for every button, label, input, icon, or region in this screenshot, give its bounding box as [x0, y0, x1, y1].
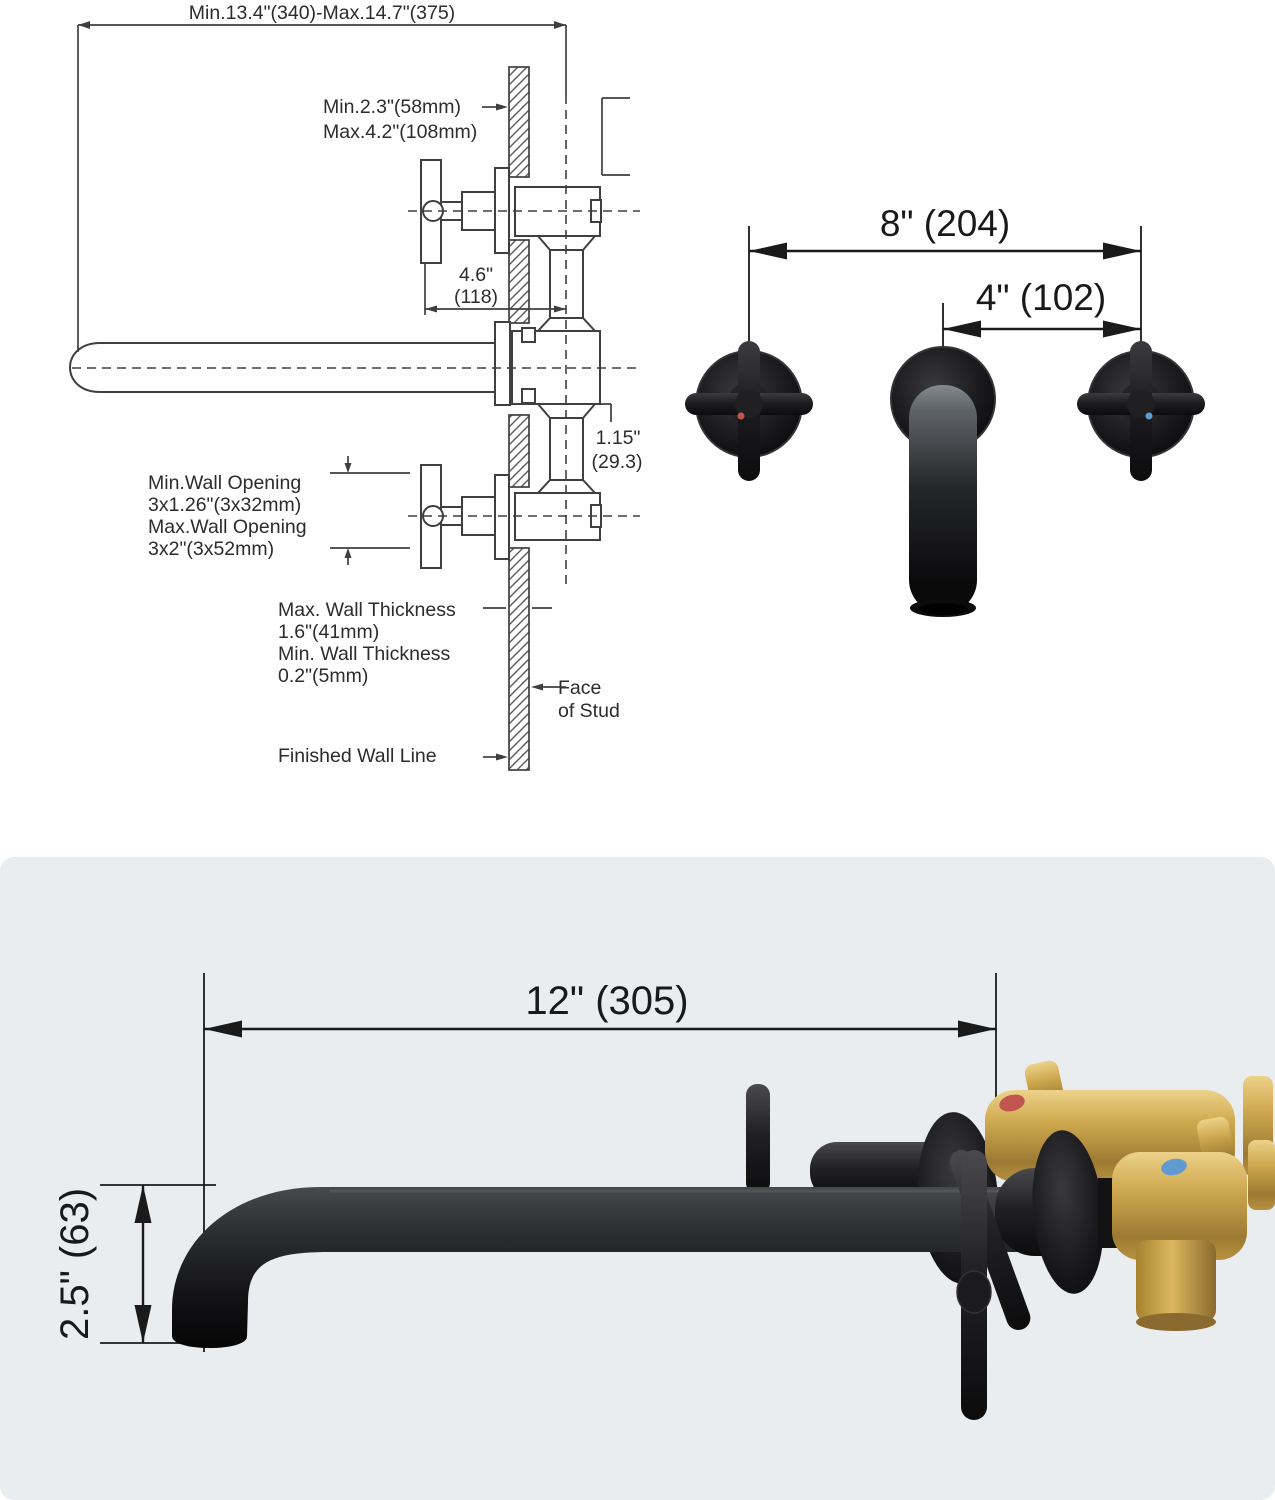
- overall-dim-label: Min.13.4"(340)-Max.14.7"(375): [189, 2, 455, 24]
- handle-offset-mm-label: (118): [454, 286, 498, 308]
- hot-handle-front: [685, 341, 813, 481]
- handle-offset-in-label: 4.6": [459, 264, 493, 286]
- wall-thickness-line2: 1.6"(41mm): [278, 621, 379, 643]
- wall-thickness-line1: Max. Wall Thickness: [278, 599, 456, 621]
- front-view-dimensions: 8" (204) 4" (102): [748, 203, 1142, 392]
- wall-opening-line4: 3x2"(3x52mm): [148, 538, 274, 560]
- wall-opening-line2: 3x1.26"(3x32mm): [148, 494, 301, 516]
- installation-drawing: Min.13.4"(340)-Max.14.7"(375) Min.2.3"(5…: [69, 2, 643, 771]
- overall-width-dimension: Min.13.4"(340)-Max.14.7"(375): [77, 2, 567, 352]
- depth-dimension: Min.2.3"(58mm) Max.4.2"(108mm): [323, 96, 630, 176]
- rear-handle-stem: [746, 1084, 770, 1194]
- side-view-graphic: 12" (305) 2.5" (63): [53, 973, 1275, 1420]
- spout-front: [890, 346, 996, 617]
- handle-spread-dim-label: 8" (204): [880, 203, 1010, 244]
- cold-handle-hub: [1127, 390, 1155, 418]
- spout-to-handle-dim-label: 4" (102): [976, 277, 1106, 318]
- center-offset-in-label: 1.15": [596, 427, 641, 449]
- hot-handle-hub: [735, 390, 763, 418]
- wall-thickness-annotation: Max. Wall Thickness 1.6"(41mm) Min. Wall…: [278, 599, 552, 687]
- cold-supply-dot: [1161, 1158, 1187, 1176]
- top-section-graphic: Min.13.4"(340)-Max.14.7"(375) Min.2.3"(5…: [69, 2, 1205, 771]
- centerlines: [72, 95, 640, 585]
- spout-side: [172, 1187, 1090, 1348]
- face-of-stud-line1: Face: [558, 677, 601, 699]
- face-of-stud-annotation: Face of Stud: [531, 677, 620, 722]
- face-of-stud-line2: of Stud: [558, 700, 620, 722]
- side-view-faucet: [172, 1060, 1275, 1420]
- spout-tube-front: [909, 385, 977, 613]
- brass-outlet-leg: [1136, 1240, 1216, 1322]
- depth-max-label: Max.4.2"(108mm): [323, 121, 477, 143]
- wall-thickness-line4: 0.2"(5mm): [278, 665, 368, 687]
- cold-handle-front: [1077, 341, 1205, 481]
- wall-opening-annotation: Min.Wall Opening 3x1.26"(3x32mm) Max.Wal…: [148, 456, 410, 565]
- wall-opening-line3: Max.Wall Opening: [148, 516, 307, 538]
- spout-tee-drawing: [494, 321, 601, 406]
- front-brass-valve: [1112, 1116, 1275, 1331]
- wall-thickness-line3: Min. Wall Thickness: [278, 643, 451, 665]
- center-offset-dimension: 1.15" (29.3): [545, 403, 643, 473]
- front-escutcheon: [1032, 1130, 1104, 1294]
- spout-drop-dim-label: 2.5" (63): [53, 1188, 97, 1340]
- center-offset-mm-label: (29.3): [592, 451, 643, 473]
- front-handle-hub: [956, 1270, 992, 1314]
- hot-supply-dot: [999, 1094, 1025, 1112]
- spout-reach-dim-label: 12" (305): [525, 979, 688, 1023]
- front-handle-side: [949, 1150, 1031, 1420]
- handle-offset-dimension: 4.6" (118): [424, 264, 566, 315]
- cold-index-dot: [1145, 412, 1153, 420]
- wall-opening-line1: Min.Wall Opening: [148, 472, 301, 494]
- hot-index-dot: [737, 412, 745, 420]
- finished-wall-label: Finished Wall Line: [278, 745, 437, 767]
- finished-wall-annotation: Finished Wall Line: [278, 745, 508, 767]
- depth-min-label: Min.2.3"(58mm): [323, 96, 461, 118]
- side-view-dimensions: 12" (305) 2.5" (63): [53, 973, 997, 1352]
- wall-section: [508, 66, 530, 771]
- front-view-photo: 8" (204) 4" (102): [685, 203, 1205, 617]
